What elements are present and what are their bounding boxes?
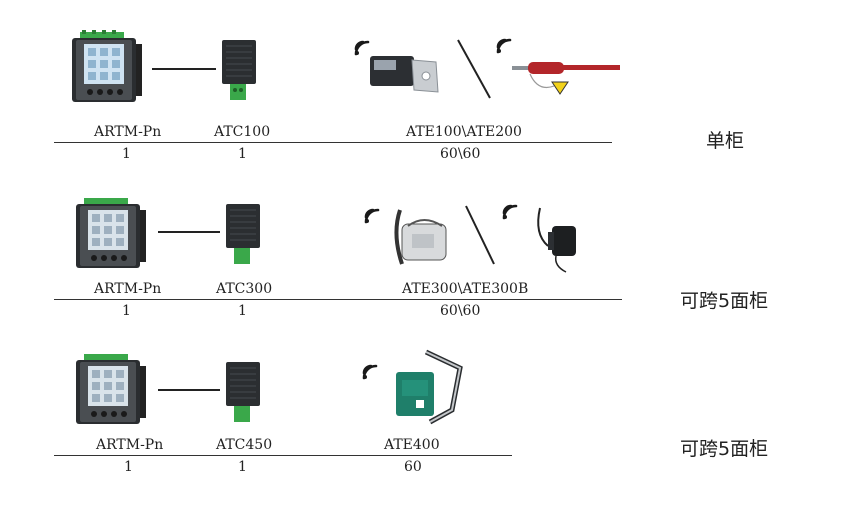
- temperature-sensor-icon: [396, 349, 463, 425]
- panel-meter-icon: [76, 198, 146, 268]
- temperature-sensor-icon: [537, 207, 576, 273]
- connection-line: [158, 231, 220, 233]
- collector-module-icon: [226, 204, 260, 264]
- device-label: ATE300\ATE300B: [402, 281, 529, 297]
- divider-rule: [54, 455, 512, 456]
- device-label: ATC450: [216, 437, 273, 453]
- temperature-sensor-icon: [512, 62, 620, 95]
- count-label: 1: [122, 303, 131, 319]
- collector-module-icon: [226, 362, 260, 422]
- device-label: ARTM-Pn: [96, 437, 164, 453]
- device-label: ATE100\ATE200: [406, 124, 522, 140]
- device-label: ARTM-Pn: [94, 281, 162, 297]
- device-label: ATE400: [384, 437, 440, 453]
- temperature-sensor-icon: [394, 209, 447, 265]
- wifi-icon: [364, 208, 380, 224]
- device-label: ATC300: [216, 281, 273, 297]
- divider-rule: [54, 299, 622, 300]
- connection-line: [152, 68, 216, 70]
- count-label: 1: [124, 459, 133, 475]
- connection-line: [158, 389, 220, 391]
- count-label: 60\60: [440, 146, 481, 162]
- panel-meter-icon: [76, 354, 146, 424]
- count-label: 1: [122, 146, 131, 162]
- separator-slash: [457, 39, 491, 99]
- separator-slash: [465, 205, 495, 265]
- count-label: 1: [238, 146, 247, 162]
- divider-rule: [54, 142, 612, 143]
- device-label: ARTM-Pn: [94, 124, 162, 140]
- cabinet-note: 可跨5面柜: [680, 438, 769, 460]
- wifi-icon: [496, 38, 512, 54]
- wifi-icon: [502, 204, 518, 220]
- device-label: ATC100: [214, 124, 271, 140]
- count-label: 1: [238, 459, 247, 475]
- temperature-sensor-icon: [370, 56, 439, 93]
- count-label: 60: [404, 459, 422, 475]
- collector-module-icon: [222, 40, 256, 100]
- panel-meter-icon: [72, 30, 142, 102]
- cabinet-note: 可跨5面柜: [680, 290, 769, 312]
- count-label: 1: [238, 303, 247, 319]
- count-label: 60\60: [440, 303, 481, 319]
- wifi-icon: [354, 40, 370, 56]
- cabinet-note: 单柜: [706, 130, 745, 152]
- wifi-icon: [362, 364, 378, 380]
